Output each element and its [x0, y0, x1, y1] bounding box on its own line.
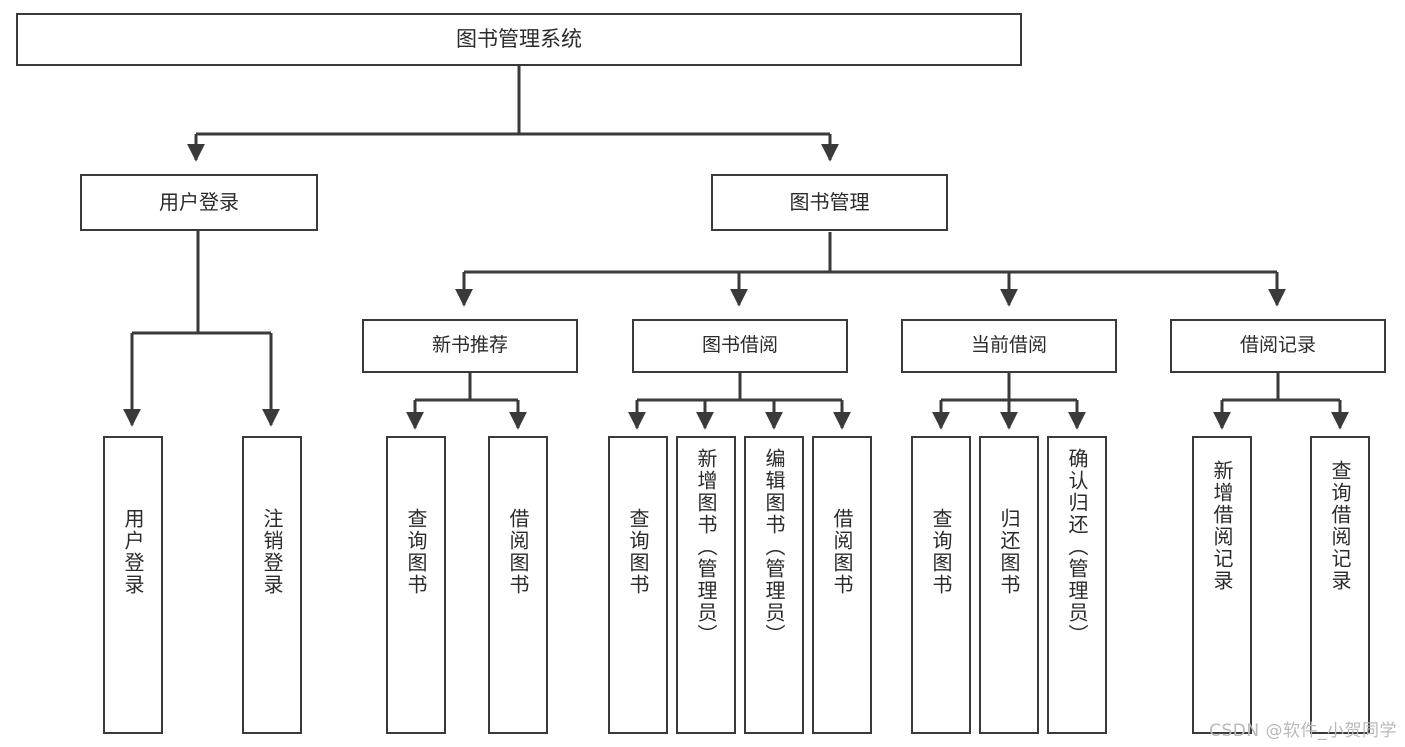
leaf-add-borrow-record[interactable]: 新增借阅记录 — [1192, 436, 1252, 734]
node-label: 新增图书（管理员） — [694, 448, 718, 646]
leaf-query-book-newbook[interactable]: 查询图书 — [386, 436, 446, 734]
node-label: 新增借阅记录 — [1210, 460, 1234, 592]
node-label: 借阅图书 — [506, 508, 530, 596]
node-user-login[interactable]: 用户登录 — [80, 174, 318, 231]
node-current-borrow[interactable]: 当前借阅 — [901, 319, 1117, 373]
leaf-query-borrow-record[interactable]: 查询借阅记录 — [1310, 436, 1370, 734]
node-label: 查询借阅记录 — [1328, 460, 1352, 592]
node-label: 借阅图书 — [830, 508, 854, 596]
node-label: 查询图书 — [929, 508, 953, 596]
node-label: 查询图书 — [626, 508, 650, 596]
node-label: 确认归还（管理员） — [1065, 448, 1089, 646]
leaf-return-book[interactable]: 归还图书 — [979, 436, 1039, 734]
node-label: 归还图书 — [997, 508, 1021, 596]
node-label: 图书管理系统 — [456, 27, 582, 52]
node-label: 查询图书 — [404, 508, 428, 596]
watermark: CSDN @软件_小贺同学 — [1209, 721, 1397, 741]
leaf-query-book-borrow[interactable]: 查询图书 — [608, 436, 668, 734]
node-label: 图书借阅 — [701, 334, 778, 357]
node-label: 用户登录 — [121, 508, 145, 596]
node-label: 新书推荐 — [431, 334, 508, 357]
node-root-system[interactable]: 图书管理系统 — [16, 13, 1022, 66]
leaf-user-login[interactable]: 用户登录 — [103, 436, 163, 734]
node-label: 编辑图书（管理员） — [762, 448, 786, 646]
node-book-management[interactable]: 图书管理 — [711, 174, 948, 231]
node-new-book-recommend[interactable]: 新书推荐 — [362, 319, 578, 373]
node-label: 图书管理 — [789, 190, 870, 214]
node-book-borrow[interactable]: 图书借阅 — [632, 319, 848, 373]
leaf-edit-book-admin[interactable]: 编辑图书（管理员） — [744, 436, 804, 734]
node-borrow-record[interactable]: 借阅记录 — [1170, 319, 1386, 373]
node-label: 用户登录 — [159, 190, 239, 214]
leaf-confirm-return-admin[interactable]: 确认归还（管理员） — [1047, 436, 1107, 734]
node-label: 当前借阅 — [970, 334, 1047, 357]
leaf-add-book-admin[interactable]: 新增图书（管理员） — [676, 436, 736, 734]
node-label: 借阅记录 — [1239, 334, 1316, 357]
leaf-logout[interactable]: 注销登录 — [242, 436, 302, 734]
leaf-borrow-book[interactable]: 借阅图书 — [812, 436, 872, 734]
node-label: 注销登录 — [260, 508, 284, 596]
leaf-borrow-book-newbook[interactable]: 借阅图书 — [488, 436, 548, 734]
leaf-query-book-current[interactable]: 查询图书 — [911, 436, 971, 734]
